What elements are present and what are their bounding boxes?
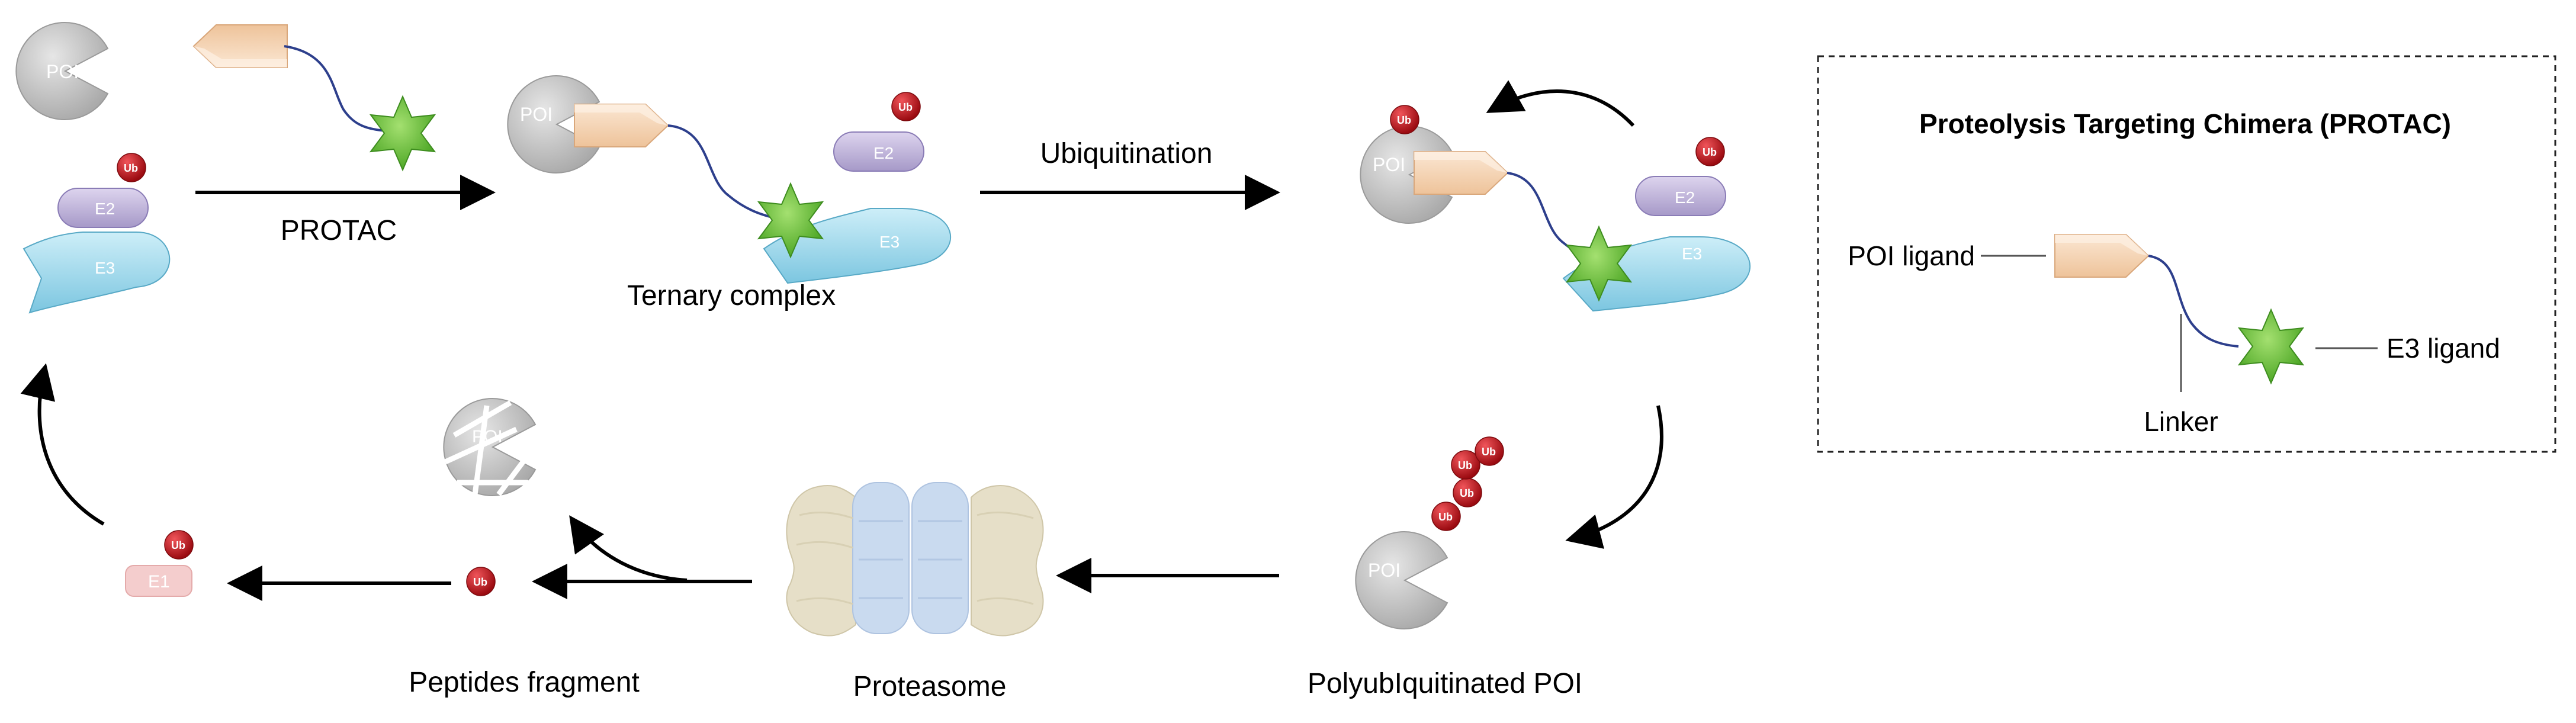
ub-complex-poi-ub-label: Ub [1397,114,1411,126]
polyub-ub2-label: Ub [1460,487,1474,499]
proteasome-caption: Proteasome [853,671,1007,702]
polyub-poi-caption: PolyubIquitinated POI [1308,668,1582,699]
polyub-ub1-label: Ub [1438,511,1453,523]
ternary-complex: E3 E2 Ub POI [507,75,952,284]
free-e2-label: E2 [95,200,115,218]
ternary-ub-label: Ub [898,101,913,113]
legend-linker: Linker [2144,406,2218,437]
legend-poi-ligand: POI ligand [1848,240,1975,271]
ub-complex-e3-label: E3 [1682,245,1702,263]
free-protac [193,24,435,171]
free-poi-label: POI [46,61,79,82]
free-e2: E2 [57,188,149,228]
peptides-fragment: POI [443,398,536,496]
polyub-curved-arrow [1565,405,1663,549]
e1-enzyme: E1 Ub [125,530,194,597]
ternary-e3-label: E3 [879,233,900,251]
free-e3-label: E3 [95,259,115,277]
free-ub: Ub [117,153,146,182]
e1-ub-label: Ub [171,539,185,551]
legend-title: Proteolysis Targeting Chimera (PROTAC) [1919,108,2451,139]
e1-label: E1 [148,572,170,592]
ub-complex-ub-label: Ub [1703,146,1717,158]
proteasome [786,482,1044,637]
ubiquitination-arrow-label: Ubiquitination [1040,138,1213,169]
polyubiquitinated-poi: POI Ub Ub Ub Ub [1355,436,1504,629]
polyub-ub3-label: Ub [1458,459,1472,471]
recycle-curved-arrow [20,363,105,526]
polyub-ub4-label: Ub [1482,446,1496,458]
ternary-e2-label: E2 [873,144,894,162]
free-ub-label: Ub [124,162,138,174]
polyub-poi-label: POI [1368,560,1401,581]
to-fragments-curved-arrow [569,515,688,582]
free-e3: E3 [23,232,171,314]
ternary-complex-label: Ternary complex [627,280,836,311]
free-poi: POI [15,21,108,120]
legend-box: Proteolysis Targeting Chimera (PROTAC) P… [1817,55,2556,453]
released-ub: Ub [466,567,496,596]
peptides-fragment-caption: Peptides fragment [409,667,640,698]
protac-arrow-label: PROTAC [281,215,397,246]
ubiquitinated-complex: E3 E2 Ub POI Ub [1360,105,1751,312]
released-ub-label: Ub [473,576,487,588]
release-curved-arrow [1486,80,1635,127]
ub-complex-poi-label: POI [1373,154,1405,175]
ub-complex-e2-label: E2 [1675,188,1695,207]
legend-e3-ligand: E3 ligand [2387,333,2500,364]
ternary-poi-label: POI [520,104,553,125]
